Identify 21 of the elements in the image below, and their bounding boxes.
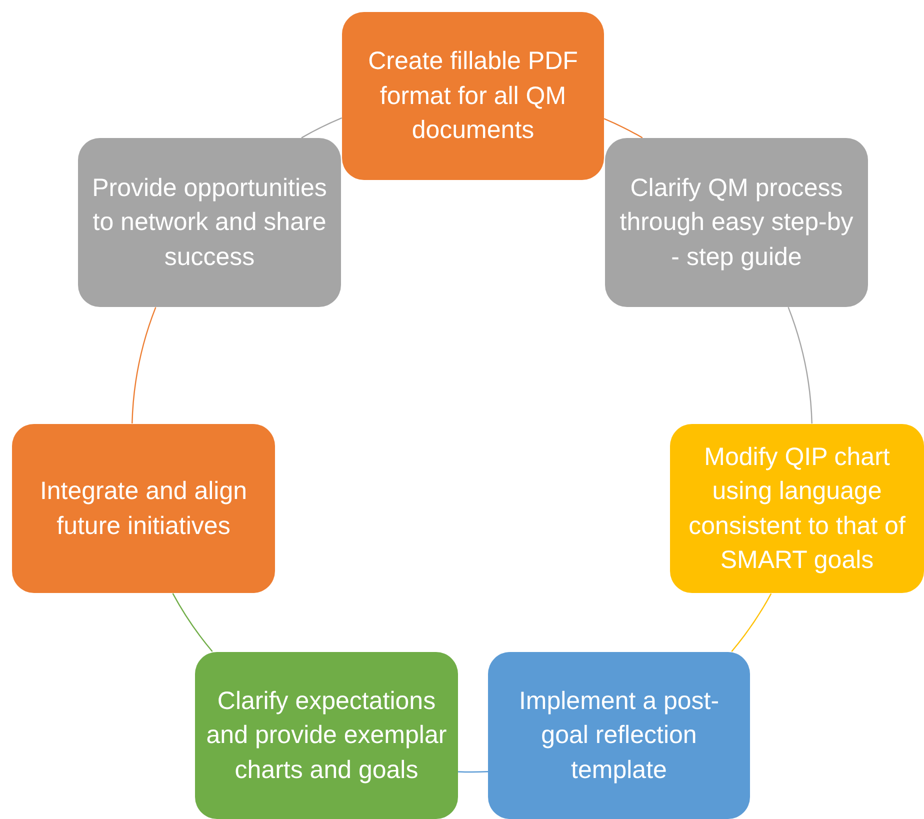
connector-arc [172, 593, 213, 652]
process-box [488, 652, 750, 819]
connector-arc [132, 307, 156, 424]
process-box [12, 424, 275, 593]
box-text: Clarify QM process through easy step-by - step guide [618, 172, 854, 273]
box-text: Integrate and align future initiatives [38, 476, 248, 542]
process-box [670, 424, 924, 593]
process-box [78, 138, 341, 307]
connector-arc [788, 307, 812, 424]
connector-arc [604, 118, 643, 138]
connector-arc [731, 593, 772, 652]
process-box [605, 138, 868, 307]
box-text: Implement a post-goal reflection template [518, 686, 720, 786]
box-text: Modify QIP chart using language consistent to that of SMART goals [688, 442, 906, 576]
connector-arc [458, 771, 488, 773]
connector-arc [301, 117, 342, 138]
process-box [342, 12, 604, 180]
box-text: Clarify expectations and provide exemplar charts and goals [205, 686, 448, 786]
box-text: Provide opportunities to network and share success [91, 172, 328, 273]
box-text: Create fillable PDF format for all QM documents [367, 46, 579, 146]
process-box [195, 652, 458, 819]
